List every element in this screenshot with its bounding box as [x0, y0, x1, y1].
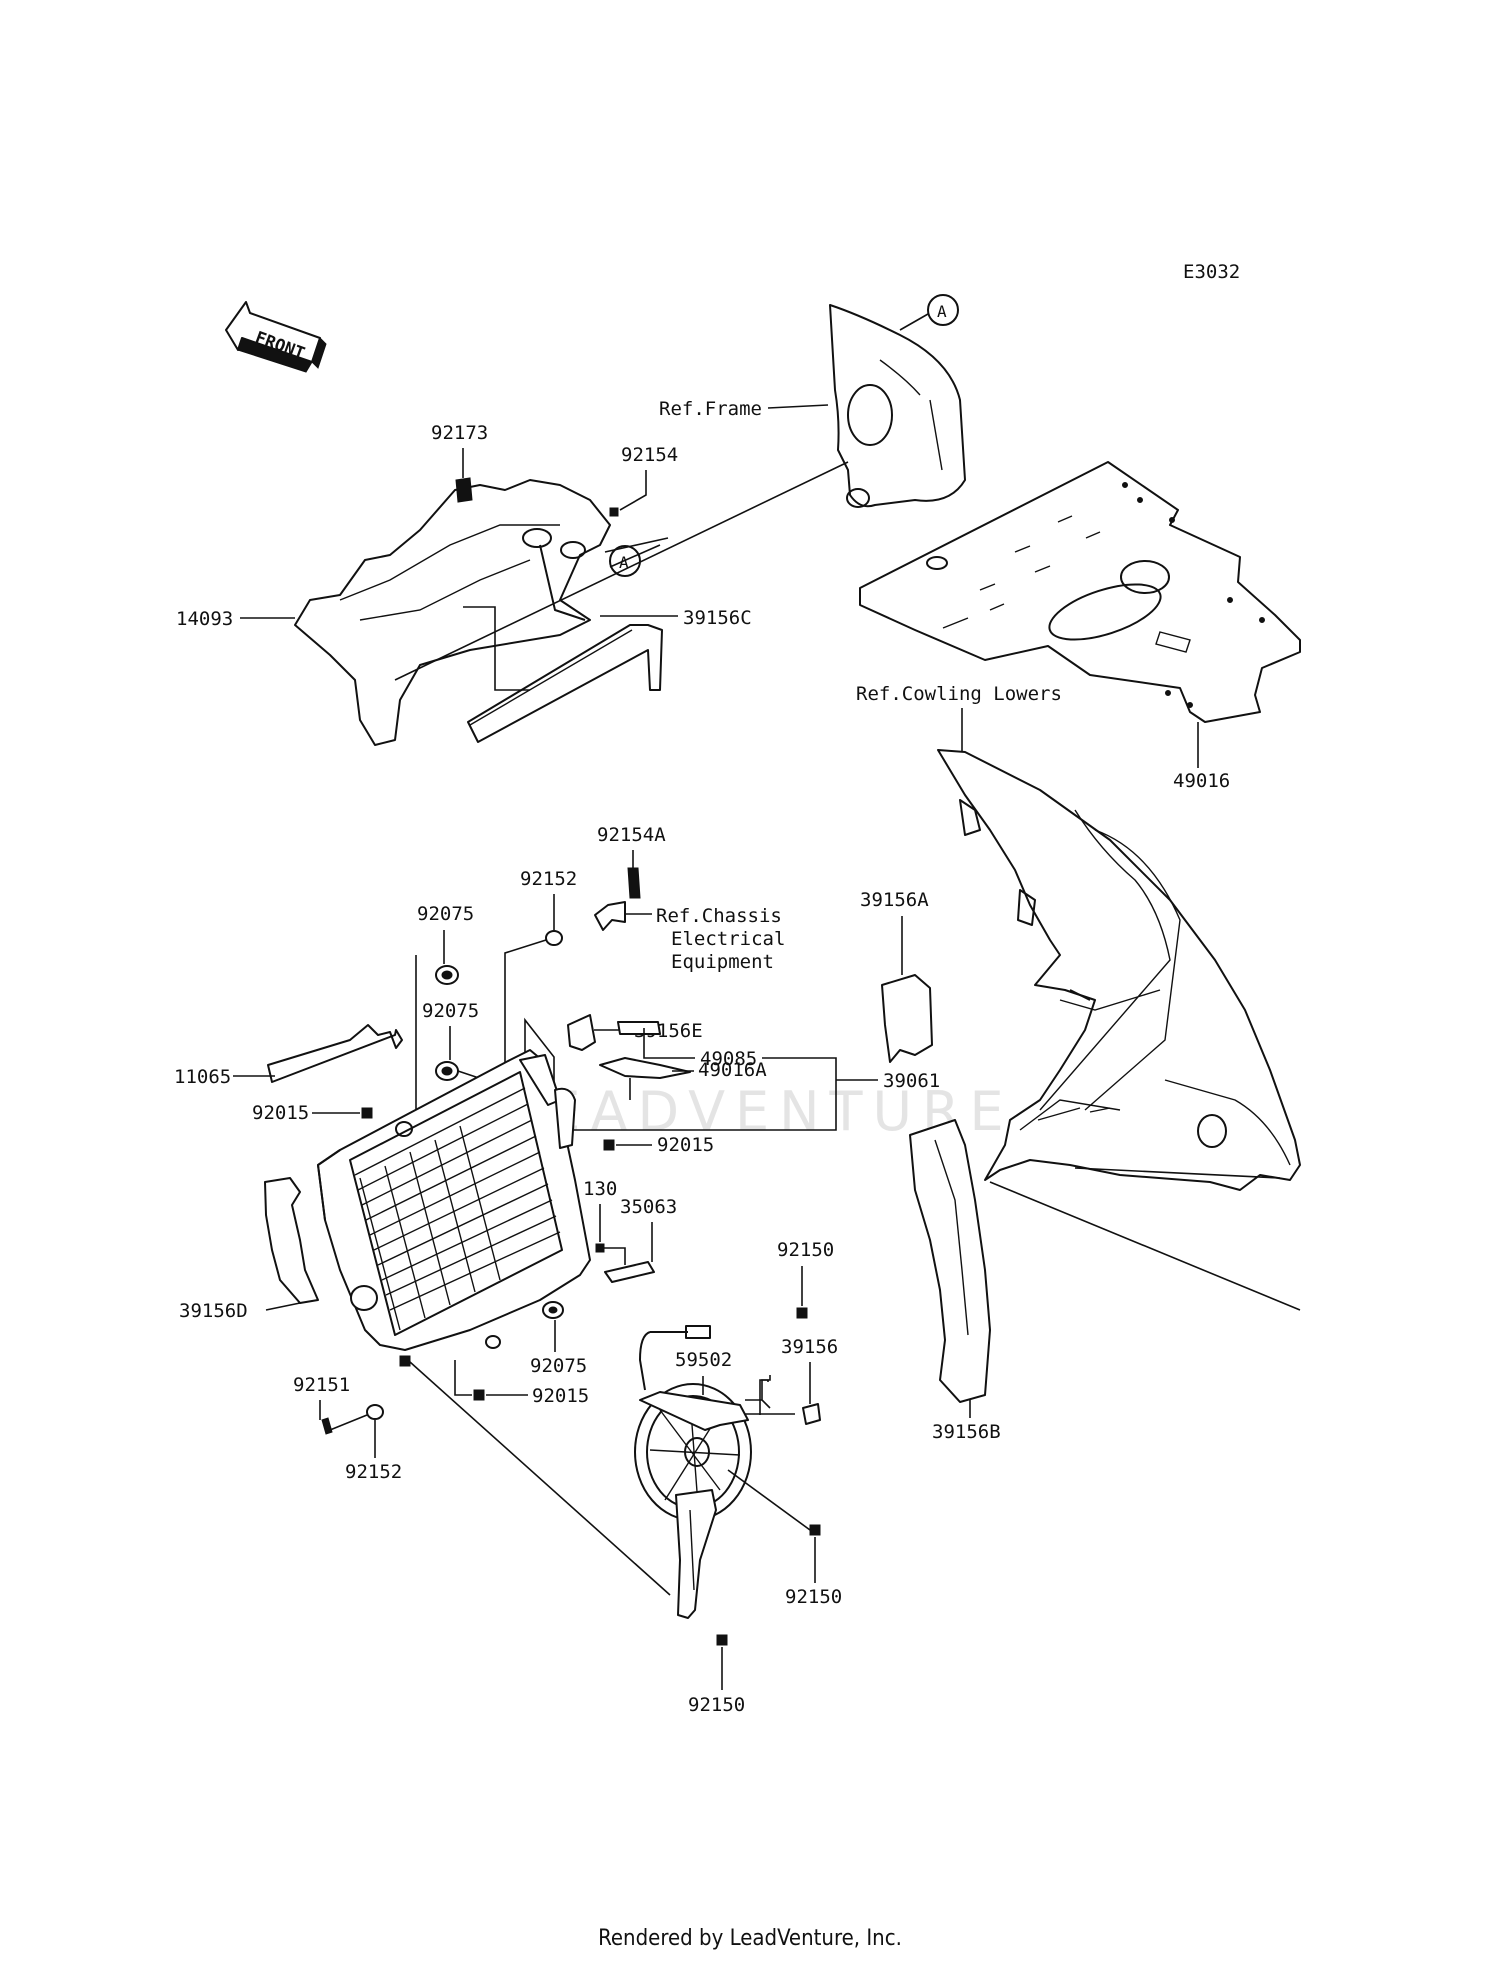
part-label-92151: 92151 [293, 1374, 350, 1396]
grommet-92075-upper [435, 965, 459, 985]
nut-92150-mid [809, 1524, 821, 1536]
part-label-39156: 39156 [781, 1336, 838, 1358]
callout-a-left: A [619, 553, 629, 572]
callout-a-top: A [937, 302, 947, 321]
sensor-35063 [604, 1261, 655, 1283]
part-label-59502: 59502 [675, 1349, 732, 1371]
part-label-49016A: 49016A [698, 1059, 767, 1081]
diagram-code: E3032 [1183, 261, 1240, 283]
part-label-49085: 49085 [700, 1048, 757, 1070]
part-label-14093: 14093 [176, 608, 233, 630]
seal-strip-39156D [264, 1177, 319, 1304]
part-label-92075-a: 92075 [417, 903, 474, 925]
cowling-lower-part [937, 749, 1301, 1311]
seal-block-39156A [881, 974, 933, 1063]
part-label-92150-b: 92150 [785, 1586, 842, 1608]
part-label-92075-c: 92075 [530, 1355, 587, 1377]
grommet-92075-mid [435, 1061, 459, 1081]
part-label-11065: 11065 [174, 1066, 231, 1088]
bracket-49085 [617, 1021, 661, 1035]
seal-block-39156E [567, 1014, 596, 1051]
seal-strip-39156C [467, 624, 663, 743]
part-label-92173: 92173 [431, 422, 488, 444]
washer-92152-bottom [366, 1404, 384, 1420]
clip-92015-a [361, 1107, 373, 1119]
footer-rendered-by: Rendered by LeadVenture, Inc. [598, 1926, 902, 1951]
clip-92015-c [473, 1389, 485, 1401]
part-label-49016: 49016 [1173, 770, 1230, 792]
bolt-92154A [627, 867, 641, 899]
clip-92015-b [603, 1139, 615, 1151]
callout-a-circle-top [927, 294, 959, 326]
radiator-part [317, 1049, 591, 1351]
under-plate-49016 [859, 461, 1301, 723]
part-label-92152-top: 92152 [520, 868, 577, 890]
ref-frame-part [829, 304, 966, 508]
plate-11065 [267, 1024, 403, 1083]
chassis-bracket-part [594, 901, 626, 931]
ref-chassis-line2: Electrical [671, 928, 785, 950]
clip-92173 [455, 477, 473, 503]
part-label-92154: 92154 [621, 444, 678, 466]
part-label-39061: 39061 [883, 1070, 940, 1092]
part-label-39156A: 39156A [860, 889, 929, 911]
ref-frame-label: Ref.Frame [659, 398, 762, 420]
part-label-39156B: 39156B [932, 1421, 1001, 1443]
plate-49016A [599, 1057, 691, 1079]
bolt-130 [595, 1243, 605, 1253]
duct-part-14093 [294, 479, 611, 746]
part-label-130: 130 [583, 1178, 617, 1200]
part-label-92015-c: 92015 [532, 1385, 589, 1407]
part-label-92150-c: 92150 [688, 1694, 745, 1716]
ref-chassis-line3: Equipment [671, 951, 774, 973]
nut-92150-bottom [716, 1634, 728, 1646]
seal-block-39156 [802, 1403, 821, 1425]
part-label-92075-b: 92075 [422, 1000, 479, 1022]
nut-92150-top [796, 1307, 808, 1319]
seal-strip-39156B [909, 1119, 991, 1403]
part-label-92015-a: 92015 [252, 1102, 309, 1124]
part-label-35063: 35063 [620, 1196, 677, 1218]
bolt-92151 [321, 1417, 333, 1435]
cooling-fan-59502 [634, 1325, 752, 1619]
ref-chassis-line1: Ref.Chassis [656, 905, 782, 927]
part-label-92015-b: 92015 [657, 1134, 714, 1156]
part-label-39156D: 39156D [179, 1300, 248, 1322]
part-label-39156C: 39156C [683, 607, 752, 629]
part-label-92152-bottom: 92152 [345, 1461, 402, 1483]
ref-cowling-label: Ref.Cowling Lowers [856, 683, 1062, 705]
part-label-92154A: 92154A [597, 824, 666, 846]
grommet-92075-lower [542, 1301, 564, 1319]
front-arrow-icon: FRONT [225, 301, 327, 373]
washer-92152-top [545, 930, 563, 946]
part-label-92150-a: 92150 [777, 1239, 834, 1261]
clip-radiator-bottom [399, 1355, 411, 1367]
bolt-92154 [609, 507, 619, 517]
